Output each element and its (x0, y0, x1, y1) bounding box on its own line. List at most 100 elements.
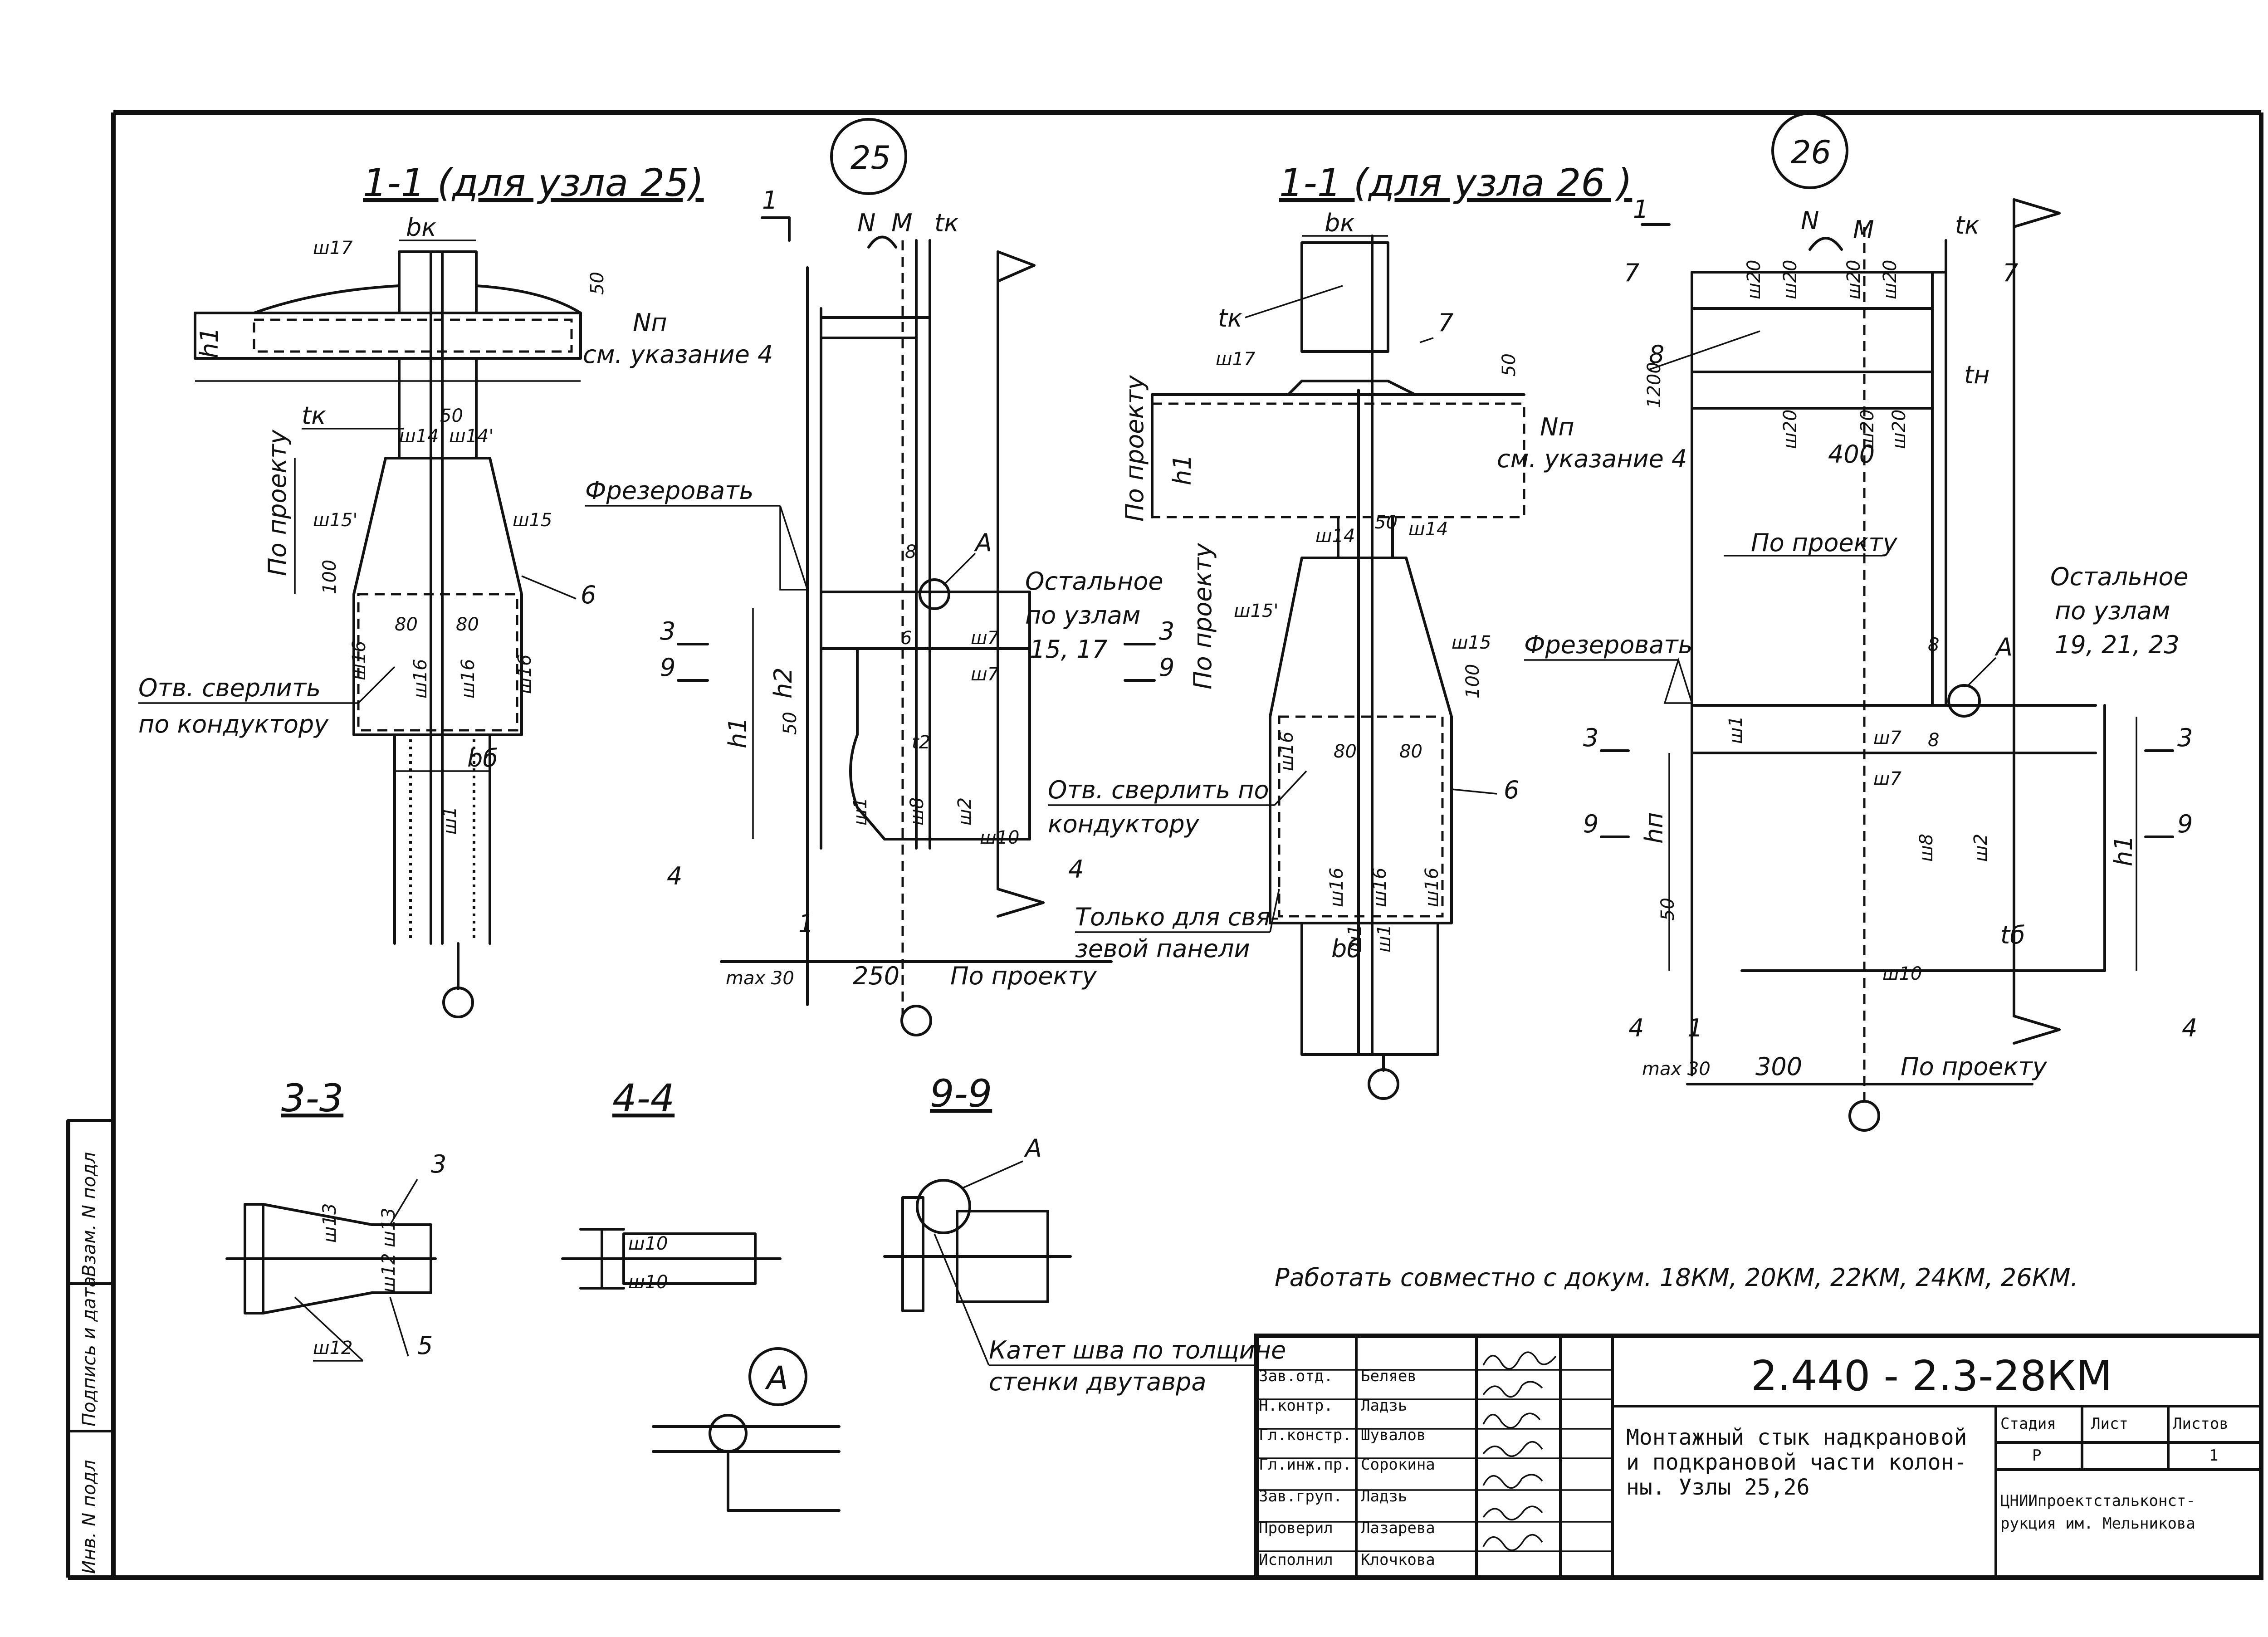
mark-6-25-elev: 6 (900, 628, 912, 649)
mark-8-26-b: 8 (1928, 635, 1939, 655)
sign-date-label: Подпись и дата (79, 1276, 100, 1427)
weld-w20-26e: ш20 (1780, 410, 1801, 450)
section-9-9: 9-9 A Катет шва по толщине стенки двутав… (883, 1071, 1286, 1396)
cowork-note: Работать совместно с докум. 18КМ, 20КМ, … (1275, 1263, 2078, 1292)
stage-value: Р (2032, 1446, 2041, 1465)
weld-w1-26-elev: ш1 (1725, 716, 1746, 744)
detail-A-99: A (1024, 1134, 1042, 1163)
role-3: Гл.инж.пр. (1259, 1456, 1352, 1474)
drill-note-26-line1: Отв. сверлить по (1048, 776, 1269, 804)
mark-7-26-right: 7 (2003, 259, 2018, 287)
dim-h1-26-elev: h1 (2109, 835, 2138, 866)
role-5: Проверил (1259, 1519, 1333, 1537)
dim-max30-26: max 30 (1642, 1059, 1711, 1080)
stage-label: Стадия (2000, 1415, 2056, 1433)
mark-3-25-left: 3 (660, 617, 675, 645)
detail-A: A (652, 1347, 841, 1512)
mark-5-33: 5 (417, 1331, 433, 1360)
mark-8-25: 8 (905, 542, 916, 562)
weld-w7-25a: ш7 (971, 628, 999, 649)
weld-w10-44a: ш10 (628, 1233, 668, 1254)
weld-w1-25-elev: ш1 (850, 797, 871, 826)
weld-w20-26d: ш20 (1880, 260, 1901, 300)
dim-100-26: 100 (1462, 664, 1483, 699)
section-1-1-26-title: 1-1 (для узла 26 ) (1279, 161, 1632, 205)
detail-A-25: A (974, 528, 992, 557)
load-nn-26: Nп (1540, 413, 1574, 441)
weld-w14-26b: ш14 (1408, 519, 1448, 540)
dim-bk-25: bк (406, 213, 436, 242)
signatures (1482, 1351, 1557, 1551)
section-9-9-title: 9-9 (930, 1071, 992, 1116)
name-0: Беляев (1361, 1367, 1417, 1385)
drill-note-25-line1: Отв. сверлить (138, 674, 321, 702)
weld-w20-26f: ш20 (1857, 410, 1878, 450)
drill-note-26-line2: кондуктору (1048, 810, 1200, 838)
section-3-3: 3-3 ш13 ш13 ш12 3 ш12 5 (225, 1076, 446, 1362)
weld-w2-26: ш2 (1970, 834, 1991, 862)
sheet-frame (66, 110, 2263, 1580)
weld-w15-25: ш15 (513, 510, 552, 531)
weld-w15p-26: ш15' (1234, 601, 1279, 621)
mark-9-26-left: 9 (1583, 810, 1598, 838)
drill-note-25-line2: по кондуктору (138, 710, 329, 738)
weld-w7-25b: ш7 (971, 664, 999, 685)
mark-1-25-bottom: 1 (798, 909, 814, 938)
brace-note-line2: зевой панели (1075, 934, 1250, 963)
moment-M-25: M (891, 209, 913, 237)
name-5: Лазарева (1361, 1519, 1435, 1537)
weld-w8-26: ш8 (1916, 834, 1937, 862)
org-line1: ЦНИИпроектстальконст- (2000, 1492, 2195, 1510)
name-6: Клочкова (1361, 1551, 1435, 1569)
dim-80-26a: 80 (1334, 741, 1357, 762)
weld-w1-26a: ш1 (1344, 924, 1365, 953)
role-2: Гл.констр. (1259, 1426, 1352, 1444)
dim-h1-25-elev: h1 (723, 717, 752, 748)
elevation-node-26: 26 1 N M tк ш20 ш20 ш20 ш20 ш20 ш20 ш20 … (1524, 112, 2197, 1132)
weld-w12-33a: ш12 (378, 1253, 399, 1293)
dim-50-26b: 50 (1374, 512, 1398, 533)
weld-w15p-25: ш15' (313, 510, 358, 531)
brace-note-line1: Только для свя- (1075, 903, 1279, 931)
section-1-1-node-26: 1-1 (для узла 26 ) bк tк 7 50 ш17 Nп см.… (1048, 161, 1687, 1100)
dim-80-25a: 80 (395, 614, 418, 635)
mark-9-26-right: 9 (2177, 810, 2193, 838)
dim-tk-26-elev: tк (1955, 211, 1980, 239)
dim-250-25: 250 (853, 962, 899, 990)
dim-tk-25-elev: tк (934, 209, 959, 237)
project-25: По проекту (263, 429, 292, 576)
project-26-elev: По проекту (1751, 528, 1898, 557)
role-0: Зав.отд. (1259, 1367, 1333, 1385)
weld-w14p-25: ш14' (449, 426, 494, 447)
weld-w10-25: ш10 (980, 827, 1020, 848)
mill-note-26: Фрезеровать (1524, 630, 1692, 659)
dim-h1-26: h1 (1168, 454, 1197, 485)
weld-w12-33b: ш12 (313, 1338, 353, 1358)
drawing-title-line3: ны. Узлы 25,26 (1626, 1475, 1810, 1500)
dim-400-26: 400 (1828, 440, 1875, 469)
mill-note-25: Фрезеровать (585, 476, 753, 505)
dim-100-25: 100 (319, 560, 340, 594)
weld-w15-26: ш15 (1452, 632, 1491, 653)
dim-bk-26: bк (1325, 209, 1355, 237)
katet-note-line1: Катет шва по толщине (989, 1336, 1286, 1364)
dim-tk-26: tк (1218, 304, 1242, 332)
role-6: Исполнил (1259, 1551, 1333, 1569)
rest-25-line1: Остальное (1025, 567, 1163, 596)
project-26a: По проекту (1120, 375, 1149, 522)
weld-w16-25a: ш16 (349, 641, 370, 681)
dim-50-25c: 50 (780, 712, 801, 735)
dim-tk-25: tк (302, 401, 326, 430)
weld-w2-25: ш2 (954, 797, 975, 826)
rest-26-line1: Остальное (2050, 562, 2189, 591)
load-nn-25: Nп (633, 308, 667, 337)
dim-80-26b: 80 (1399, 741, 1422, 762)
weld-w1-26b: ш1 (1374, 924, 1395, 953)
weld-w16-25c: ш16 (458, 659, 479, 699)
name-2: Шувалов (1361, 1426, 1426, 1444)
weld-w20-26c: ш20 (1843, 260, 1864, 300)
inv-orig-label: Инв. N подл (79, 1460, 100, 1574)
weld-w14-25: ш14 (399, 426, 439, 447)
mark-8-26: 8 (1649, 340, 1664, 369)
